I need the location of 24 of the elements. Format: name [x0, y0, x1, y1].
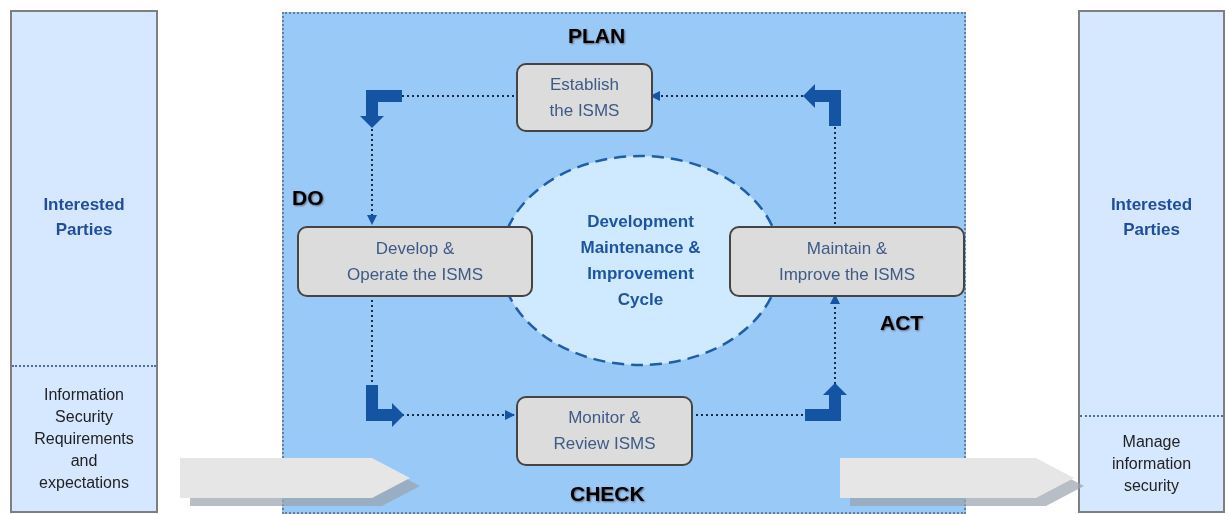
- process-label: Monitor & Review ISMS: [552, 407, 657, 455]
- process-label: Maintain & Improve the ISMS: [777, 237, 917, 286]
- pdca-panel: [282, 12, 966, 514]
- cycle-arrow: [360, 90, 515, 225]
- process-label: Develop & Operate the ISMS: [345, 237, 485, 286]
- panel-description: Manage information security: [1110, 432, 1193, 496]
- phase-label: CHECK: [570, 481, 645, 507]
- cycle-arrow: [650, 84, 841, 225]
- block-arrow: [180, 458, 420, 506]
- process-box: [729, 226, 965, 297]
- block-arrow: [840, 458, 1084, 506]
- stakeholder-panel: [10, 10, 158, 513]
- panel-heading: Interested Parties: [42, 194, 126, 241]
- panel-heading: Interested Parties: [1109, 194, 1194, 241]
- phase-label: ACT: [880, 310, 924, 336]
- stakeholder-panel: [1078, 10, 1225, 513]
- panel-description: Information Security Requirements and expectations: [33, 385, 135, 493]
- process-box: [516, 396, 693, 466]
- process-box: [516, 63, 653, 132]
- phase-label: PLAN: [568, 23, 626, 49]
- process-box: [297, 226, 533, 297]
- cycle-title: Development Maintenance & Improvement Cycle: [579, 210, 702, 311]
- phase-label: DO: [292, 185, 324, 211]
- process-label: Establish the ISMS: [548, 73, 621, 122]
